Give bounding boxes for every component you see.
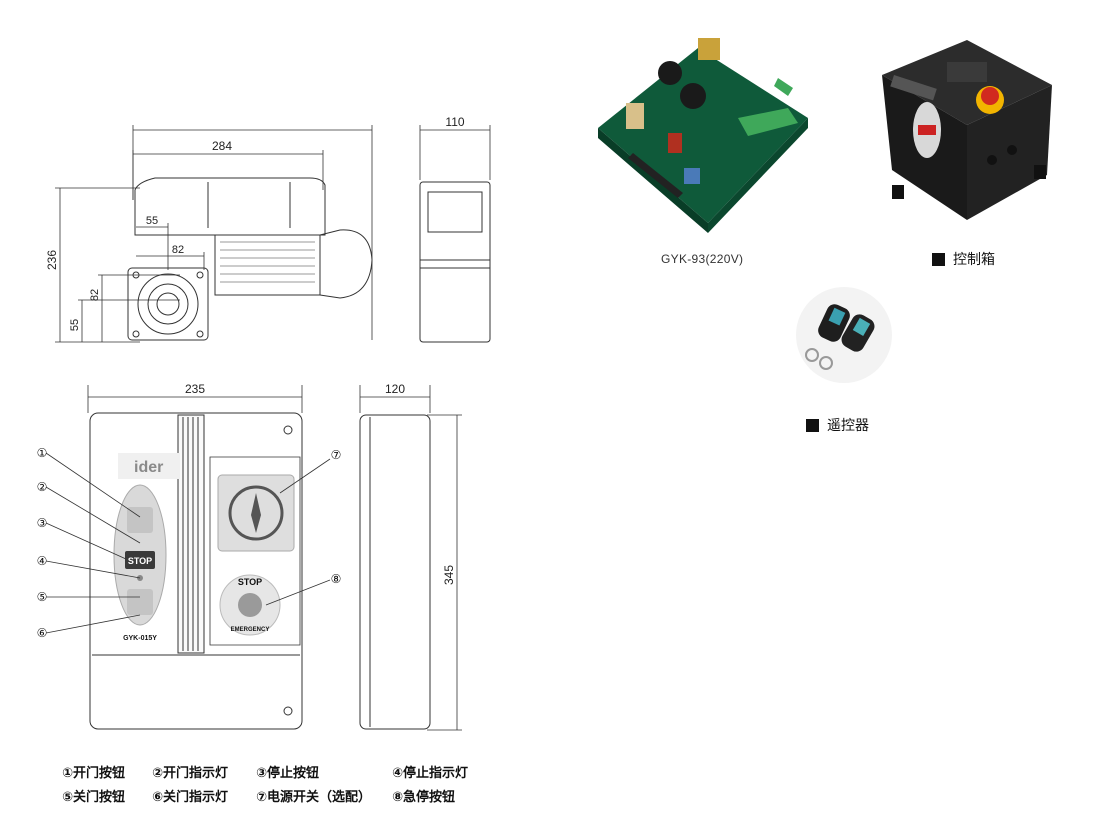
emergency-top-label: STOP — [238, 577, 262, 587]
control-width-value: 235 — [185, 382, 205, 396]
remote-caption-text: 遥控器 — [827, 417, 869, 433]
brand-logo: ider — [134, 459, 163, 476]
motor-depth-value: 110 — [445, 115, 464, 129]
legend-item-1: ①开门按钮 — [62, 765, 126, 780]
motor-width-value: 284 — [212, 139, 232, 153]
control-height-value: 345 — [442, 565, 456, 585]
model-label: GYK-015Y — [123, 635, 157, 642]
callout-2: ② — [37, 480, 48, 494]
board-caption: GYK-93(220V) — [661, 252, 744, 266]
motor-top-55: 55 — [146, 215, 158, 227]
legend-item-5: ⑤关门按钮 — [62, 789, 126, 804]
callout-leaders — [45, 452, 331, 634]
control-board-photo — [598, 38, 808, 233]
motor-side-55: 55 — [69, 319, 81, 331]
callout-8: ⑧ — [331, 572, 342, 586]
callout-1: ① — [37, 446, 48, 460]
box-caption: 控制箱 — [932, 249, 995, 269]
motor-side-view — [419, 181, 491, 343]
caption-bullet-icon — [806, 418, 819, 432]
box-caption-text: 控制箱 — [953, 251, 995, 267]
control-box-side — [359, 414, 431, 730]
control-depth-value: 120 — [385, 382, 405, 396]
motor-top-82: 82 — [172, 244, 184, 256]
control-box-drawing: 235 120 345 ider STOP GYK-015Y STOP EMER… — [37, 382, 462, 731]
callout-6: ⑥ — [37, 626, 48, 640]
motor-body — [127, 177, 373, 341]
stop-label: STOP — [128, 556, 152, 566]
callout-3: ③ — [37, 516, 48, 530]
legend-item-2: ②开门指示灯 — [152, 765, 229, 780]
caption-bullet-icon — [932, 252, 945, 266]
control-box-photo — [882, 40, 1052, 220]
remote-photo — [796, 287, 892, 383]
open-button[interactable] — [127, 507, 153, 533]
motor-side-82: 82 — [89, 289, 101, 301]
stop-button[interactable] — [125, 551, 155, 569]
motor-height-value: 236 — [45, 250, 59, 270]
emergency-bottom-label: EMERGENCY — [231, 627, 270, 633]
callout-7: ⑦ — [331, 448, 342, 462]
callout-4: ④ — [37, 554, 48, 568]
legend-item-6: ⑥关门指示灯 — [152, 789, 229, 804]
legend-item-8: ⑧急停按钮 — [392, 789, 456, 804]
close-button[interactable] — [127, 589, 153, 615]
legend-item-7: ⑦电源开关（选配） — [256, 789, 372, 804]
motor-width-dimension — [132, 125, 373, 340]
motor-technical-drawing: 284 236 82 55 55 82 — [45, 115, 491, 343]
remote-caption: 遥控器 — [806, 415, 869, 435]
legend-item-4: ④停止指示灯 — [392, 765, 469, 780]
callout-5: ⑤ — [37, 590, 48, 604]
control-box-front — [89, 412, 303, 730]
legend: ①开门按钮 ②开门指示灯 ③停止按钮 ④停止指示灯 ⑤关门按钮 ⑥关门指示灯 ⑦… — [52, 758, 512, 808]
legend-item-3: ③停止按钮 — [256, 765, 320, 780]
